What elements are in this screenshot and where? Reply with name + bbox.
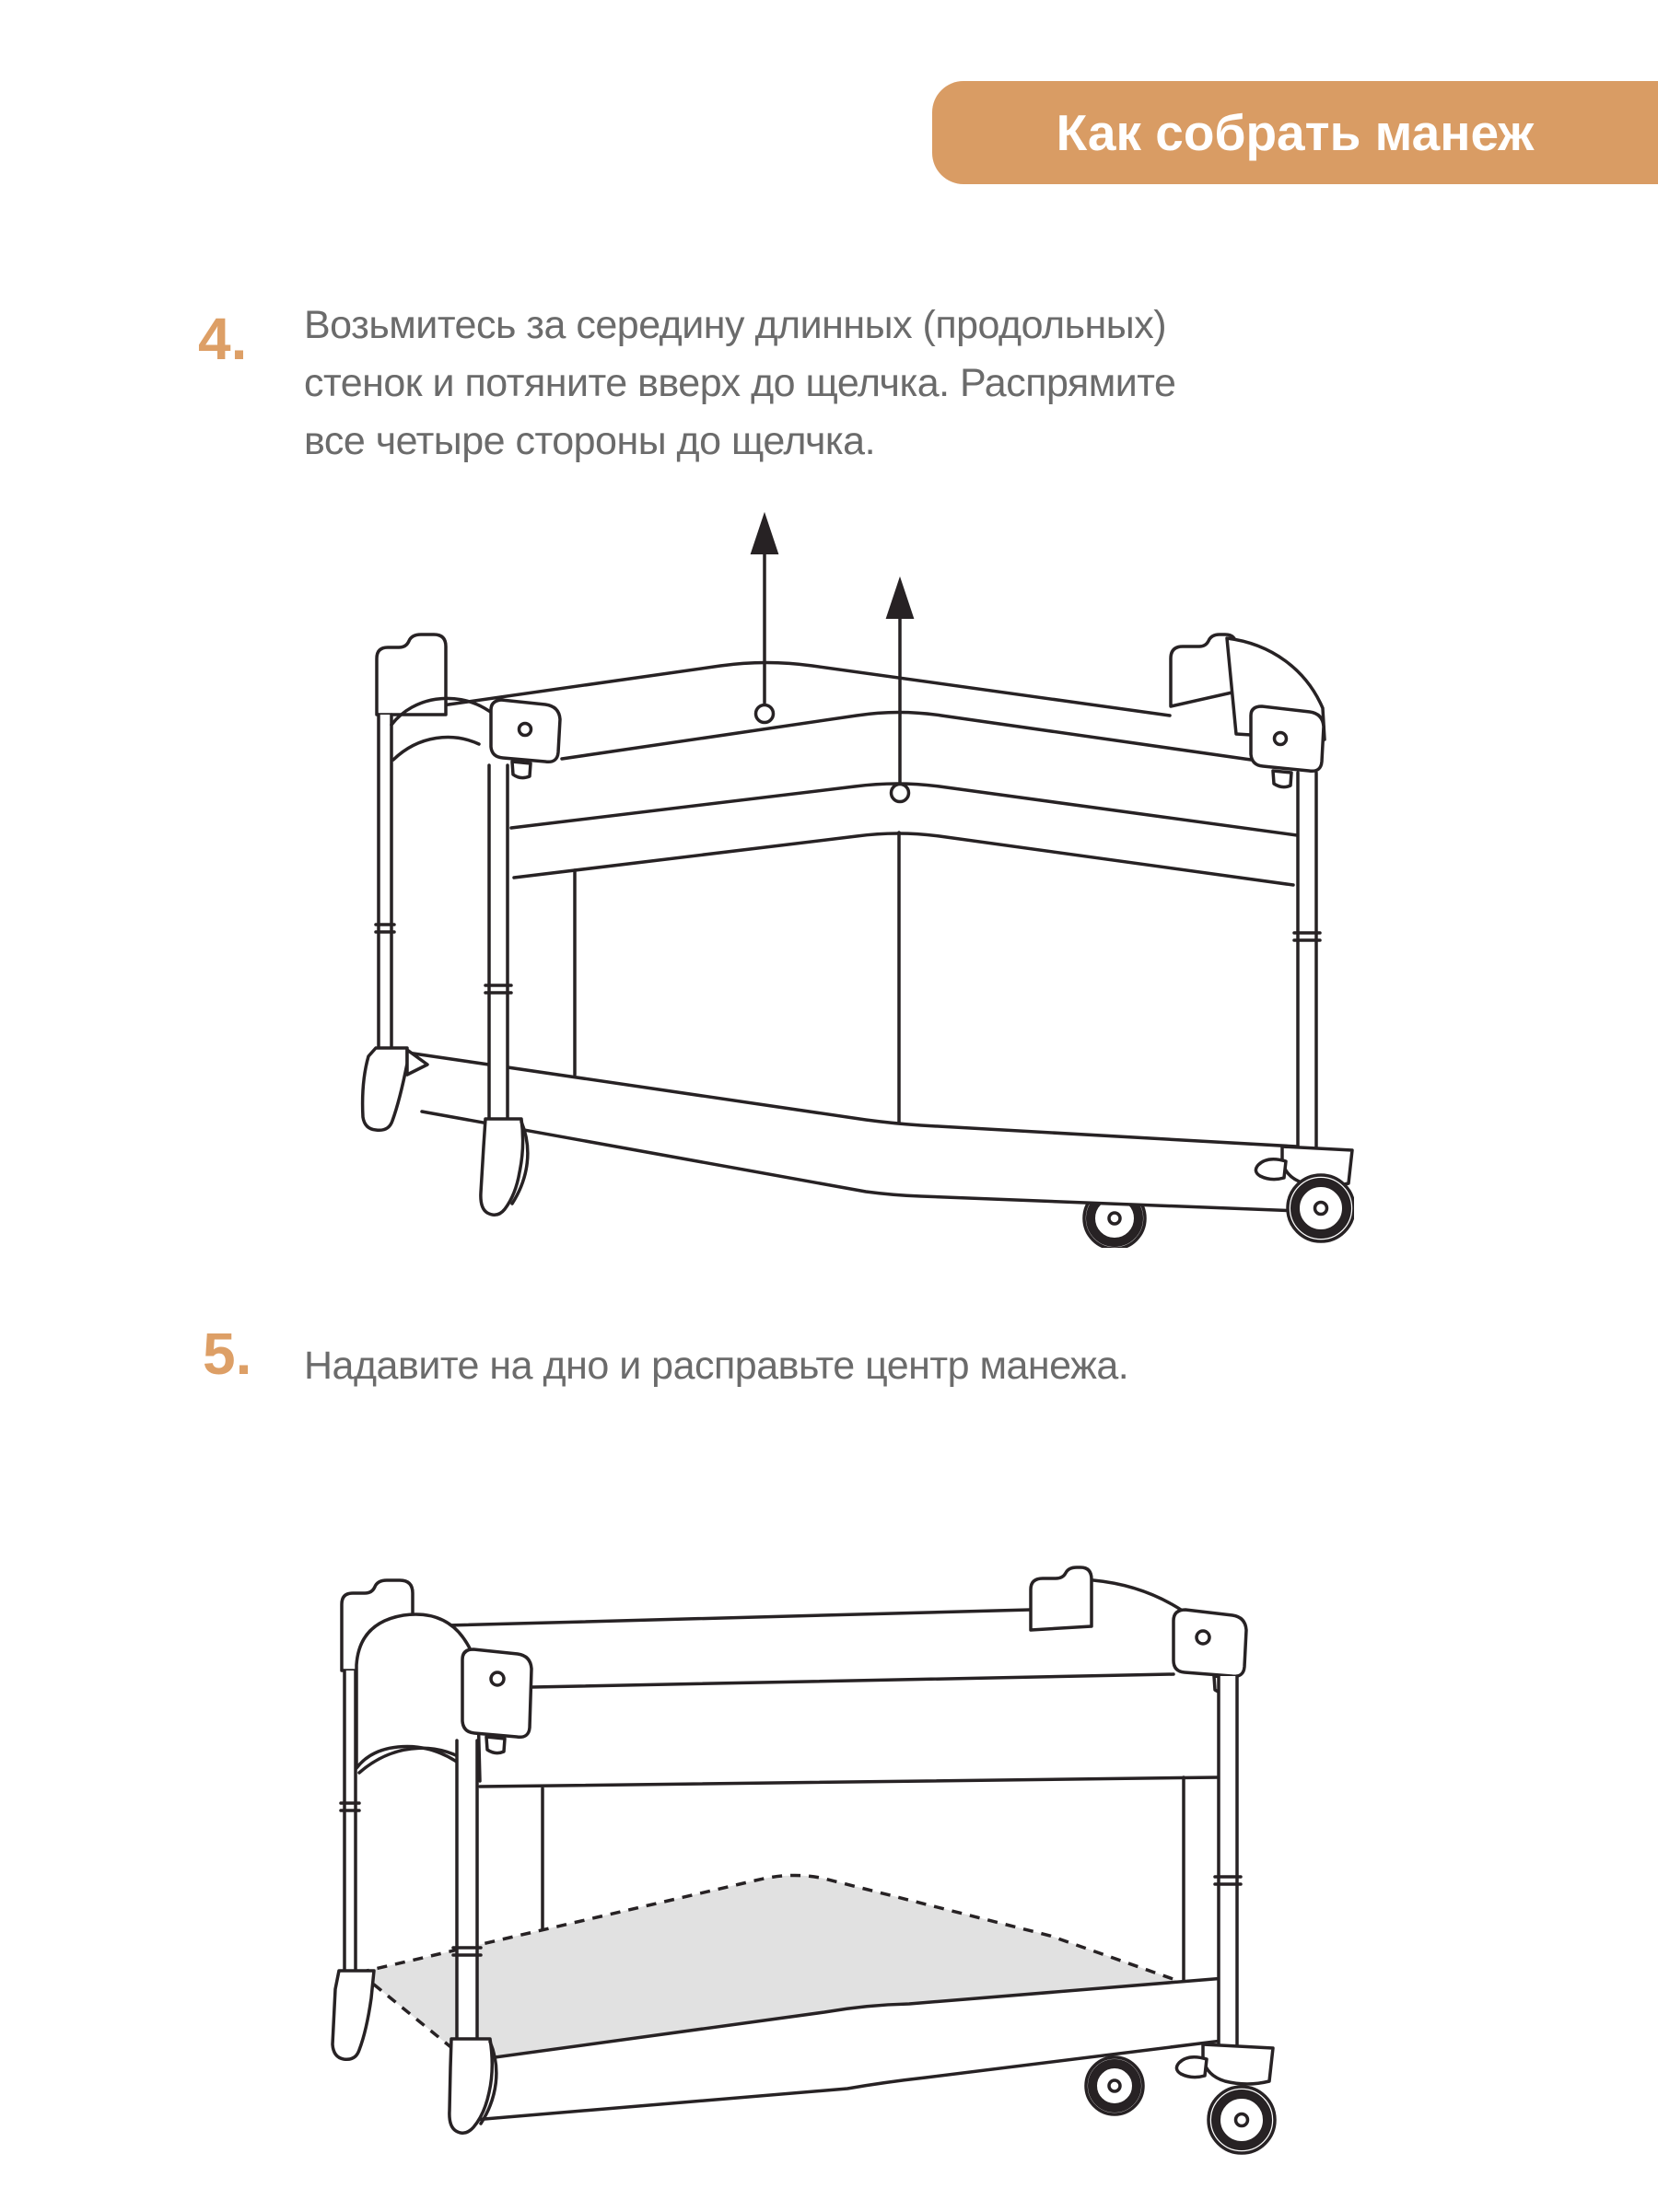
step-4-text: Возьмитесь за середину длинных (продольн… <box>304 297 1176 471</box>
step-5-number: 5. <box>203 1321 252 1387</box>
page-title: Как собрать манеж <box>1056 104 1535 161</box>
playpen-pull-up-illustration <box>360 511 1354 1248</box>
playpen-press-floor-illustration <box>331 1566 1277 2155</box>
step-4-line-2: стенок и потяните вверх до щелчка. Распр… <box>304 361 1176 405</box>
front-caster-wheel <box>1174 2043 1277 2155</box>
front-caster-wheel <box>1254 1145 1354 1243</box>
pull-up-arrow-icon <box>885 576 915 804</box>
playpen-floor-mat <box>359 1875 1181 2061</box>
step-4-line-3: все четыре стороны до щелчка. <box>304 419 876 463</box>
step-4-line-1: Возьмитесь за середину длинных (продольн… <box>304 303 1167 347</box>
page-title-banner: Как собрать манеж <box>932 81 1658 184</box>
rear-caster-wheel <box>1084 2055 1145 2116</box>
step-5-line-1: Надавите на дно и расправьте центр манеж… <box>304 1344 1129 1388</box>
step-4-number: 4. <box>198 306 248 372</box>
pull-up-arrow-icon <box>750 511 779 725</box>
step-5-text: Надавите на дно и расправьте центр манеж… <box>304 1337 1129 1395</box>
